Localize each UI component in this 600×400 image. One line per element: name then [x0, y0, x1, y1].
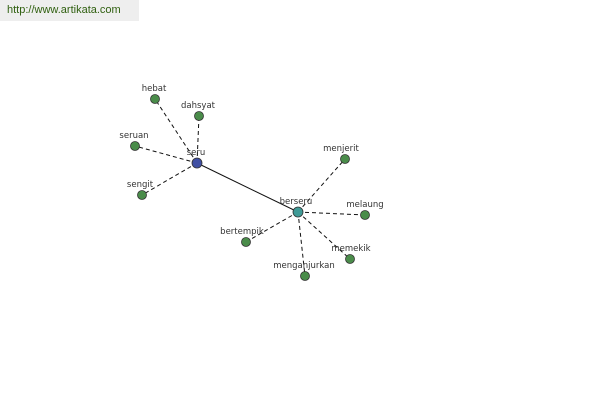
node-label-melaung: melaung — [346, 200, 383, 210]
node-menganjurkan[interactable] — [300, 271, 310, 281]
node-label-memekik: memekik — [331, 244, 370, 254]
node-dahsyat[interactable] — [194, 111, 204, 121]
edges-layer — [134, 98, 366, 277]
edge-berseru-memekik — [297, 211, 351, 260]
edge-seru-sengit — [141, 162, 198, 196]
node-berseru[interactable] — [292, 206, 304, 218]
node-label-seru: seru — [187, 148, 206, 158]
source-url-watermark: http://www.artikata.com — [0, 0, 139, 21]
edge-berseru-menganjurkan — [297, 211, 306, 277]
node-label-menganjurkan: menganjurkan — [273, 261, 335, 271]
node-sengit[interactable] — [137, 190, 147, 200]
edge-berseru-melaung — [297, 211, 366, 216]
nodes-layer — [130, 94, 370, 281]
node-label-menjerit: menjerit — [323, 144, 359, 154]
node-bertempik[interactable] — [241, 237, 251, 247]
labels-layer: seru berseru hebat dahsyat seruan sengit menje… — [119, 84, 383, 271]
node-seru[interactable] — [191, 157, 203, 169]
node-seruan[interactable] — [130, 141, 140, 151]
edge-seru-hebat — [154, 98, 198, 164]
edge-berseru-bertempik — [245, 211, 299, 243]
node-label-sengit: sengit — [127, 180, 154, 190]
edge-seru-dahsyat — [196, 115, 200, 164]
node-memekik[interactable] — [345, 254, 355, 264]
edge-seru-seruan — [134, 145, 198, 164]
node-melaung[interactable] — [360, 210, 370, 220]
edge-seru-berseru — [196, 162, 299, 213]
node-hebat[interactable] — [150, 94, 160, 104]
edge-berseru-menjerit — [297, 158, 346, 213]
node-label-seruan: seruan — [119, 131, 148, 141]
node-label-hebat: hebat — [142, 84, 167, 94]
node-label-berseru: berseru — [280, 197, 313, 207]
node-menjerit[interactable] — [340, 154, 350, 164]
node-label-dahsyat: dahsyat — [181, 101, 216, 111]
node-label-bertempik: bertempik — [220, 227, 264, 237]
